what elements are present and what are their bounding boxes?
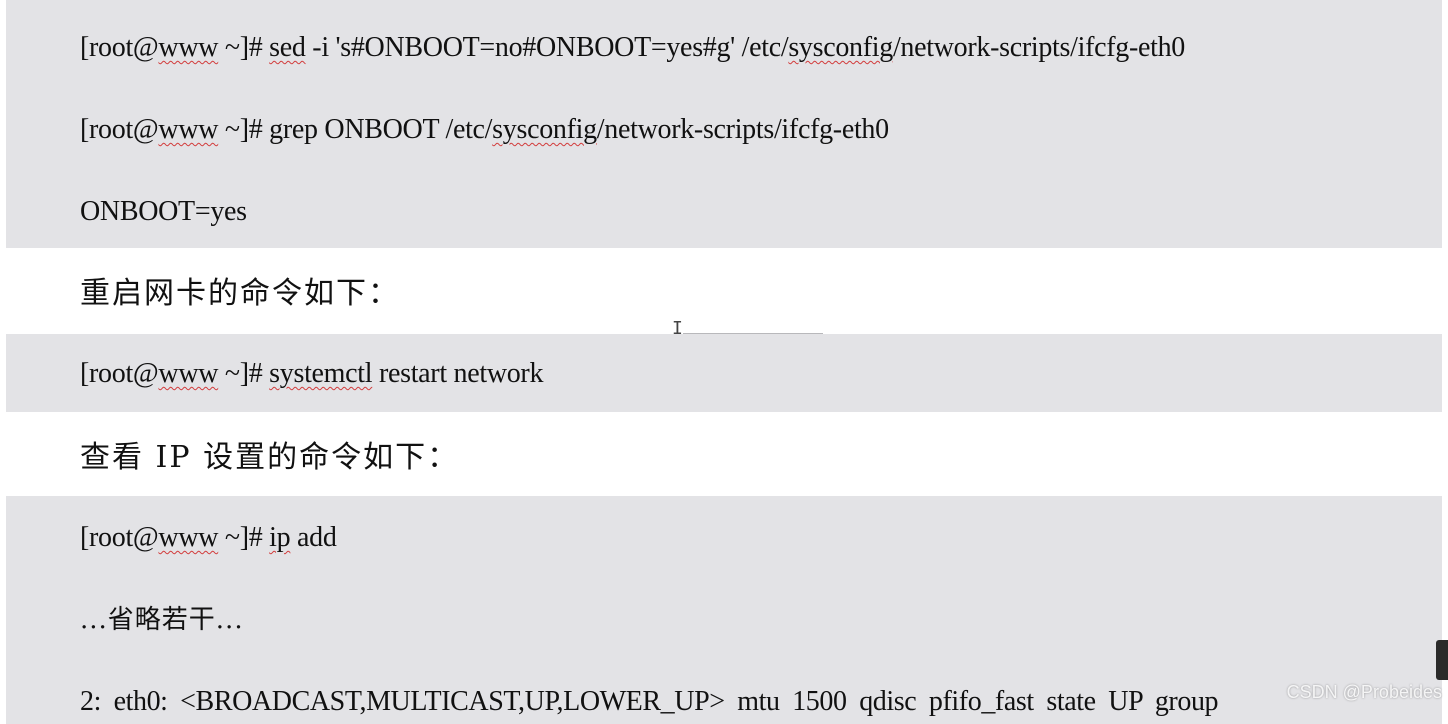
prompt-suffix: ~]#	[218, 32, 270, 63]
watermark: CSDN @Probeides	[1286, 682, 1442, 702]
prompt-host: www	[158, 114, 219, 145]
prompt-prefix: [root@	[80, 358, 159, 389]
command-name: systemctl	[269, 358, 373, 389]
command-name: sed	[269, 32, 306, 63]
command-name: ip	[269, 522, 291, 553]
code-block-restart	[6, 334, 1442, 412]
command-args: restart network	[372, 358, 544, 389]
code-block-sed-grep	[6, 0, 1442, 248]
prompt-prefix: [root@	[80, 522, 159, 553]
command-args: ~]# grep ONBOOT /etc/	[218, 114, 493, 145]
omitted-output: ...省略若干...	[80, 605, 244, 635]
output-onboot: ONBOOT=yes	[80, 196, 247, 227]
prompt-suffix: ~]#	[218, 358, 270, 389]
command-restart: [root@www ~]# systemctl restart network	[80, 356, 543, 392]
command-grep: [root@www ~]# grep ONBOOT /etc/sysconfig…	[80, 112, 889, 148]
prompt-host: www	[158, 32, 219, 63]
heading-restart-network: 重启网卡的命令如下：	[80, 276, 400, 311]
path-segment: sysconfig	[492, 114, 597, 145]
prompt-host: www	[158, 522, 219, 553]
command-sed: [root@www ~]# sed -i 's#ONBOOT=no#ONBOOT…	[80, 30, 1185, 66]
command-path: /network-scripts/ifcfg-eth0	[596, 114, 889, 145]
prompt-prefix: [root@	[80, 32, 159, 63]
selection-line	[683, 333, 823, 334]
heading-ip-settings: 查看 IP 设置的命令如下：	[80, 440, 460, 475]
output-eth0: 2: eth0: <BROADCAST,MULTICAST,UP,LOWER_U…	[80, 686, 1219, 717]
path-segment: sysconfig	[788, 32, 893, 63]
text-cursor-icon: I	[672, 318, 683, 339]
prompt-suffix: ~]#	[218, 522, 270, 553]
command-args: -i 's#ONBOOT=no#ONBOOT=yes#g' /etc/	[305, 32, 789, 63]
command-args: add	[290, 522, 337, 553]
prompt-host: www	[158, 358, 219, 389]
command-ip: [root@www ~]# ip add	[80, 520, 337, 556]
code-block-ip	[6, 496, 1442, 724]
scrollbar-handle[interactable]	[1436, 640, 1448, 680]
command-path: /network-scripts/ifcfg-eth0	[892, 32, 1185, 63]
prompt-prefix: [root@	[80, 114, 159, 145]
